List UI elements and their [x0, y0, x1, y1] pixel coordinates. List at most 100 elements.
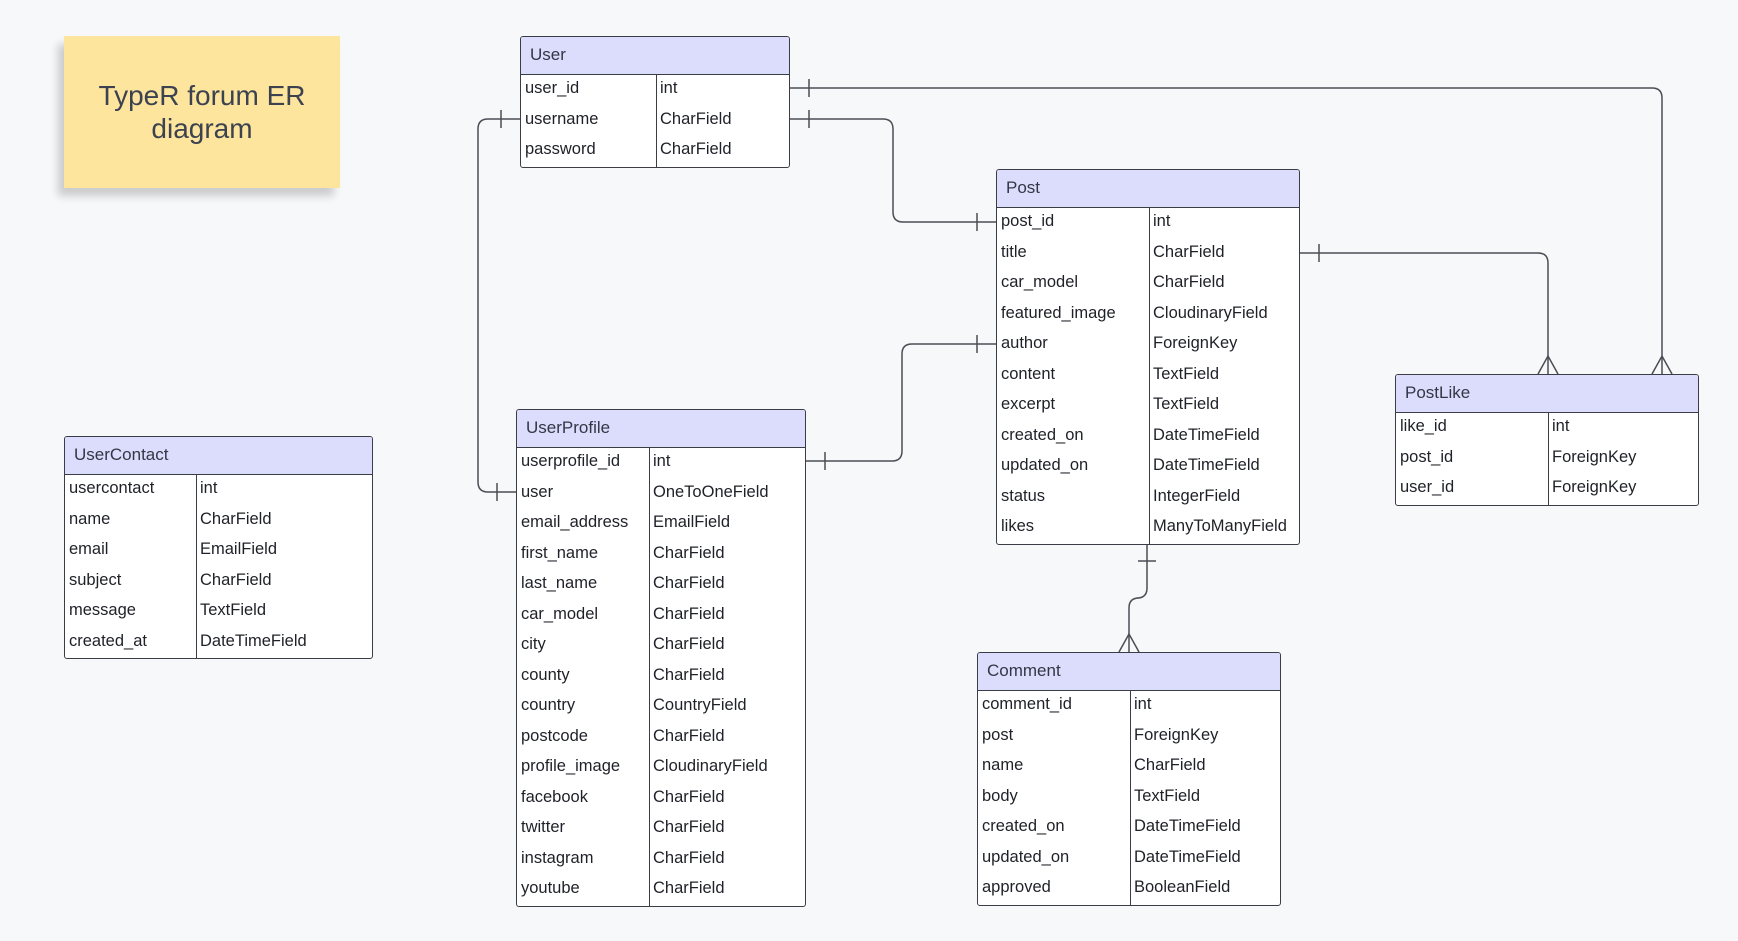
field-name: comment_id — [982, 695, 1072, 713]
field-row: created_on DateTimeField — [997, 422, 1299, 453]
field-type: DateTimeField — [1153, 425, 1260, 444]
field-type: CharField — [653, 574, 725, 592]
field-type: int — [1153, 212, 1171, 230]
column-divider — [1130, 691, 1131, 905]
field-type: CharField — [653, 543, 725, 562]
field-type: CountryField — [653, 696, 747, 714]
rel-post-comment-crowfoot — [1118, 632, 1140, 653]
field-type: OneToOneField — [653, 482, 769, 501]
field-name: profile_image — [521, 757, 621, 775]
field-row: name CharField — [978, 752, 1280, 783]
field-name: email_address — [521, 513, 629, 531]
field-type: CharField — [200, 509, 272, 528]
field-row: approved BooleanField — [978, 874, 1280, 905]
field-name: name — [982, 756, 1024, 774]
entity-header: Post — [997, 170, 1299, 208]
field-type: int — [1552, 417, 1570, 435]
field-name: userprofile_id — [521, 452, 621, 470]
field-name: youtube — [521, 879, 580, 897]
field-name: post_id — [1001, 212, 1055, 230]
field-type: IntegerField — [1153, 486, 1241, 505]
field-name: instagram — [521, 848, 594, 867]
field-type: BooleanField — [1134, 878, 1231, 896]
field-row: featured_image CloudinaryField — [997, 300, 1299, 331]
column-divider — [649, 448, 650, 906]
field-type: CharField — [1153, 242, 1225, 261]
entity-header: PostLike — [1396, 375, 1698, 413]
field-type: ForeignKey — [1552, 447, 1637, 466]
field-type: ForeignKey — [1134, 725, 1219, 744]
field-type: DateTimeField — [1153, 456, 1260, 474]
field-row: username CharField — [521, 106, 789, 137]
field-type: ManyToManyField — [1153, 517, 1287, 535]
field-type: CloudinaryField — [1153, 303, 1268, 322]
field-type: DateTimeField — [1134, 817, 1241, 835]
entity-header: UserProfile — [517, 410, 805, 448]
field-name: user_id — [1400, 478, 1455, 496]
column-divider — [1149, 208, 1150, 544]
field-name: body — [982, 786, 1018, 805]
field-name: user_id — [525, 79, 580, 97]
entity-header: Comment — [978, 653, 1280, 691]
field-type: TextField — [1134, 786, 1201, 805]
field-type: TextField — [1153, 364, 1220, 383]
entity-header: UserContact — [65, 437, 372, 475]
field-name: featured_image — [1001, 303, 1116, 322]
field-type: CharField — [653, 635, 725, 653]
field-name: county — [521, 665, 570, 684]
field-type: DateTimeField — [1134, 847, 1241, 866]
field-name: username — [525, 109, 599, 128]
field-type: CharField — [1134, 756, 1206, 774]
rel-post-postlike — [1300, 252, 1549, 374]
field-type: TextField — [200, 601, 267, 619]
column-divider — [656, 75, 657, 167]
field-name: facebook — [521, 787, 588, 806]
field-name: created_at — [69, 631, 147, 650]
field-name: approved — [982, 878, 1051, 896]
rel-post-comment — [1128, 542, 1148, 652]
field-row: facebook CharField — [517, 784, 805, 815]
field-name: excerpt — [1001, 395, 1056, 413]
field-type: CloudinaryField — [653, 757, 768, 775]
field-name: postcode — [521, 726, 588, 745]
field-type: CharField — [660, 140, 732, 158]
rel-post-userprofile — [806, 343, 996, 462]
field-row: created_on DateTimeField — [978, 813, 1280, 844]
field-type: CharField — [653, 787, 725, 806]
field-name: created_on — [1001, 425, 1084, 444]
field-name: email — [69, 540, 109, 558]
field-name: created_on — [982, 817, 1065, 835]
field-name: title — [1001, 242, 1027, 261]
field-type: int — [200, 479, 218, 497]
field-name: subject — [69, 570, 122, 589]
field-type: CharField — [660, 109, 732, 128]
